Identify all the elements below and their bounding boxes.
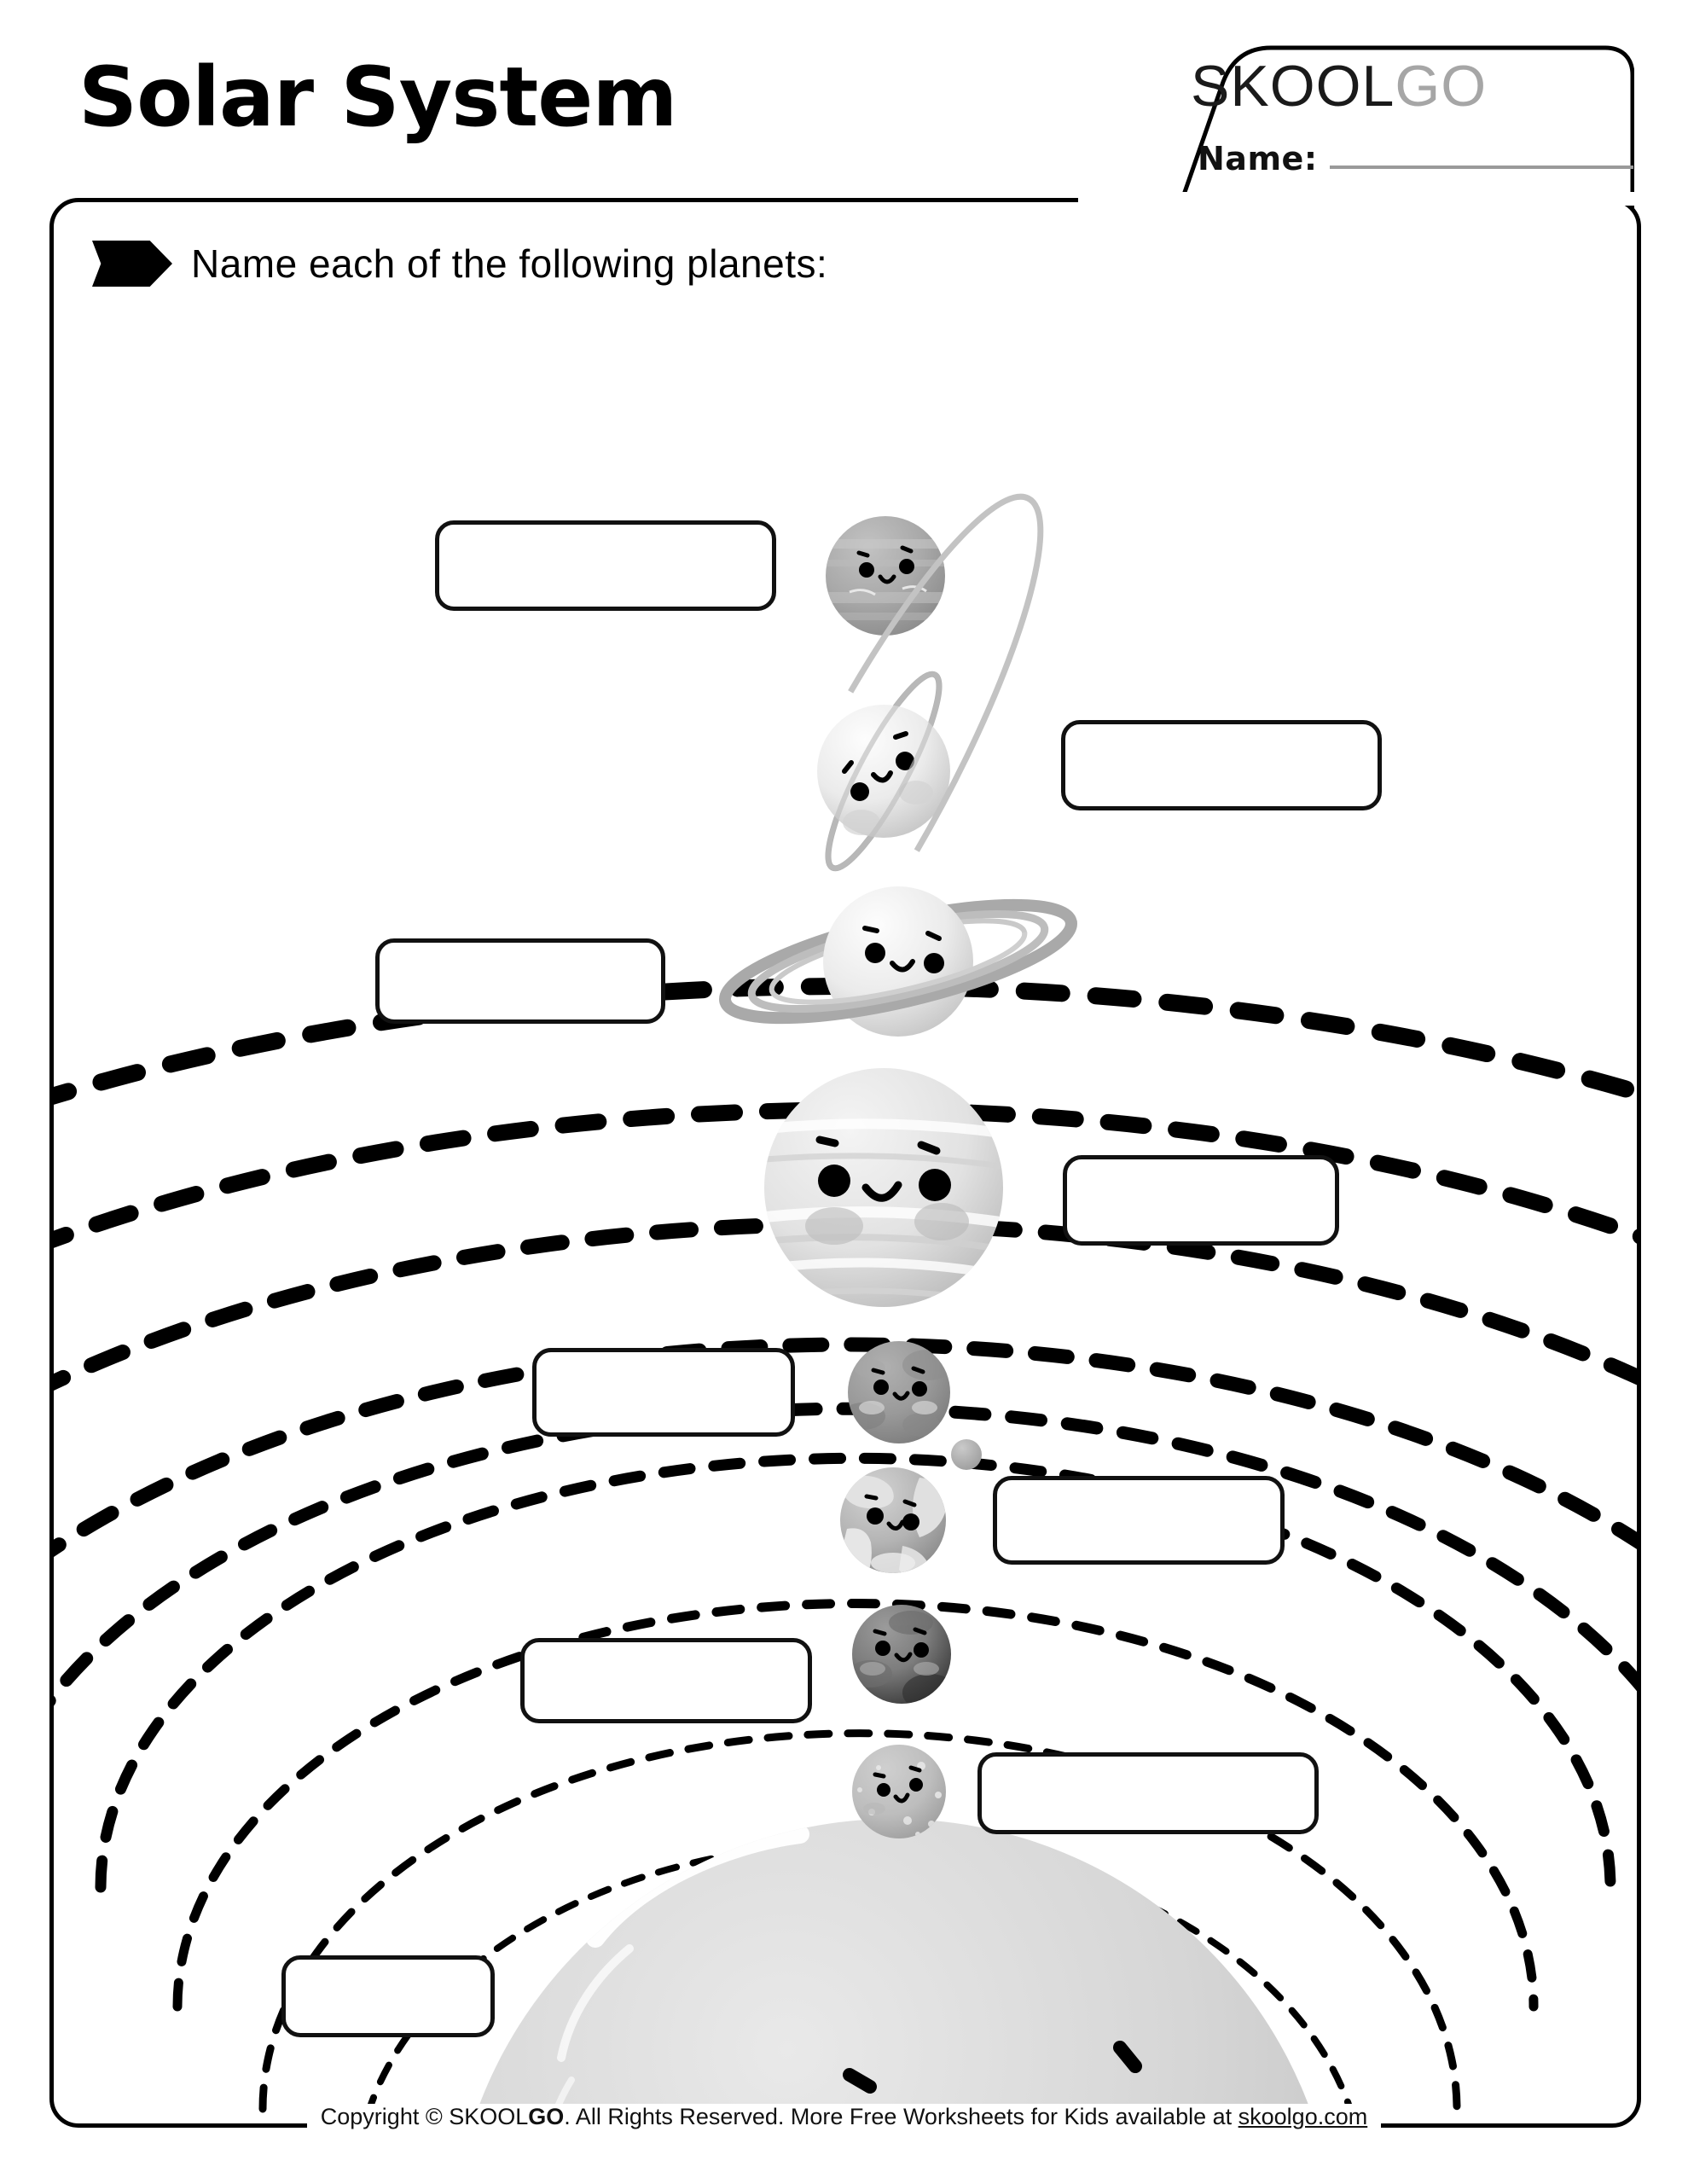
footer: Copyright © SKOOLGO. All Rights Reserved…	[0, 2104, 1688, 2130]
instruction-text: Name each of the following planets:	[191, 241, 828, 286]
footer-middle: . All Rights Reserved. More Free Workshe…	[564, 2104, 1238, 2129]
logo-primary: SKOOL	[1191, 54, 1395, 119]
footer-brand: GO	[528, 2104, 565, 2129]
page-title: Solar System	[78, 49, 677, 145]
name-input-line[interactable]	[1329, 166, 1633, 169]
logo-secondary: GO	[1395, 54, 1488, 119]
footer-text: Copyright © SKOOLGO. All Rights Reserved…	[306, 2104, 1382, 2130]
answer-box-saturn[interactable]	[375, 938, 665, 1024]
answer-box-venus[interactable]	[520, 1638, 812, 1723]
logo-tab: SKOOLGO Name:	[1128, 44, 1634, 213]
worksheet-frame	[49, 198, 1641, 2128]
instruction-row: Name each of the following planets:	[92, 241, 827, 287]
answer-box-neptune[interactable]	[435, 520, 776, 611]
answer-box-earth[interactable]	[993, 1476, 1285, 1565]
answer-box-mercury[interactable]	[977, 1752, 1319, 1834]
arrow-flag-icon	[92, 241, 172, 287]
answer-box-mars[interactable]	[532, 1348, 795, 1437]
name-label: Name:	[1198, 140, 1318, 177]
frame-notch-mask	[1078, 192, 1658, 206]
answer-box-jupiter[interactable]	[1063, 1155, 1339, 1246]
answer-box-sun[interactable]	[281, 1955, 495, 2037]
name-field-row: Name:	[1198, 140, 1633, 177]
footer-prefix: Copyright © SKOOL	[320, 2104, 529, 2129]
answer-box-uranus[interactable]	[1061, 720, 1382, 810]
logo-wordmark: SKOOLGO	[1191, 53, 1487, 119]
footer-link[interactable]: skoolgo.com	[1238, 2104, 1368, 2129]
